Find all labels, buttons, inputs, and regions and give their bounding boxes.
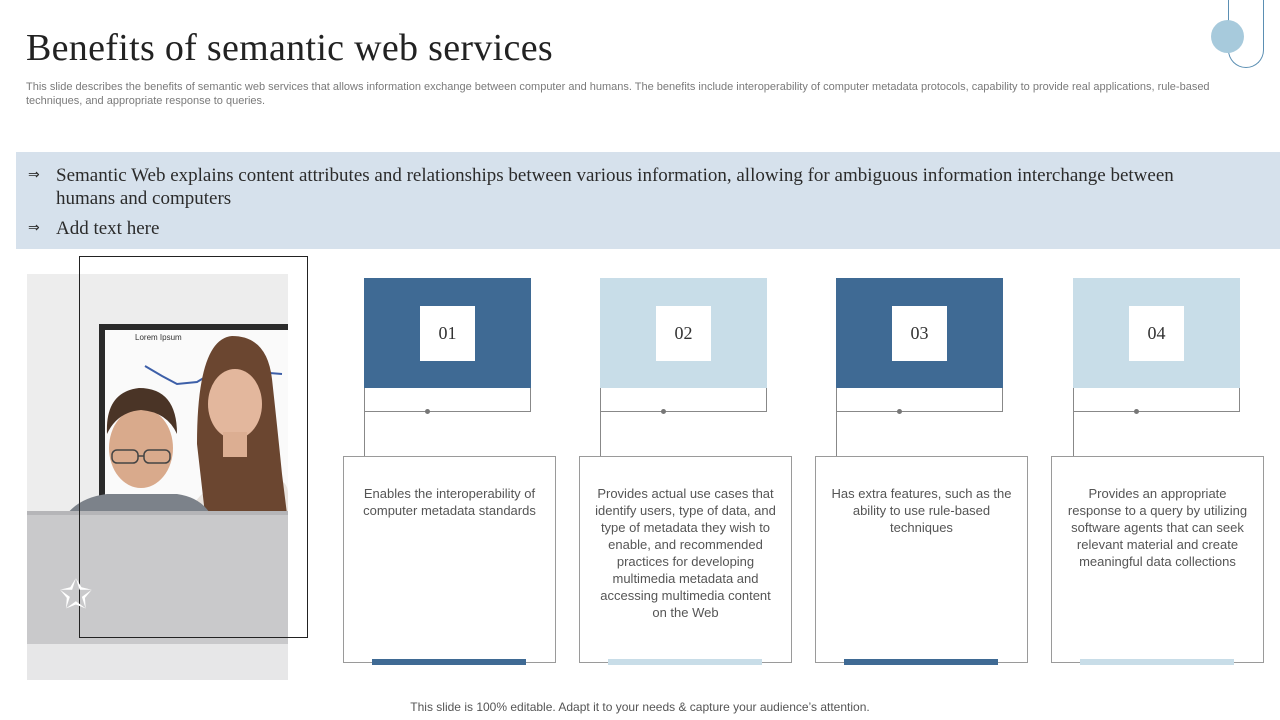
connector-dot — [1134, 409, 1139, 414]
card-connector-stem — [364, 412, 365, 456]
connector-dot — [897, 409, 902, 414]
connector-dot — [661, 409, 666, 414]
card-description-text: Provides an appropriate response to a qu… — [1067, 486, 1248, 569]
card-accent-bar — [608, 659, 762, 665]
band-bullet-text: Semantic Web explains content attributes… — [56, 165, 1174, 209]
card-accent-bar — [372, 659, 526, 665]
card-accent-bar — [1080, 659, 1234, 665]
card-number: 04 — [1129, 306, 1184, 361]
card-connector-stem — [600, 412, 601, 456]
whiteboard-label: Lorem Ipsum — [135, 333, 182, 342]
card-description-text: Enables the interoperability of computer… — [363, 486, 536, 518]
card-connector — [600, 388, 767, 412]
card-number: 03 — [892, 306, 947, 361]
card-number: 02 — [656, 306, 711, 361]
card-connector — [836, 388, 1003, 412]
card-description-01: Enables the interoperability of computer… — [343, 456, 556, 663]
card-connector-stem — [1073, 412, 1074, 456]
card-description-02: Provides actual use cases that identify … — [579, 456, 792, 663]
slide-title: Benefits of semantic web services — [26, 27, 553, 69]
card-connector — [364, 388, 531, 412]
card-description-04: Provides an appropriate response to a qu… — [1051, 456, 1264, 663]
card-header-03: 03 — [836, 278, 1003, 388]
star-icon: ✩ — [59, 572, 93, 618]
highlight-band: ⇒ Semantic Web explains content attribut… — [16, 152, 1280, 249]
card-accent-bar — [844, 659, 998, 665]
card-description-text: Has extra features, such as the ability … — [831, 486, 1012, 535]
people-at-laptop-photo: Lorem Ipsum — [27, 274, 288, 680]
footer-note: This slide is 100% editable. Adapt it to… — [410, 700, 870, 714]
band-bullet-2: ⇒ Add text here — [28, 217, 1186, 240]
card-connector — [1073, 388, 1240, 412]
band-bullet-text: Add text here — [56, 218, 160, 239]
card-header-02: 02 — [600, 278, 767, 388]
card-description-text: Provides actual use cases that identify … — [595, 486, 776, 620]
arrow-icon: ⇒ — [28, 220, 40, 236]
card-header-04: 04 — [1073, 278, 1240, 388]
card-header-01: 01 — [364, 278, 531, 388]
decorative-dot — [1211, 20, 1244, 53]
connector-dot — [425, 409, 430, 414]
card-number: 01 — [420, 306, 475, 361]
card-description-03: Has extra features, such as the ability … — [815, 456, 1028, 663]
arrow-icon: ⇒ — [28, 167, 40, 183]
band-bullet-1: ⇒ Semantic Web explains content attribut… — [28, 164, 1186, 210]
card-connector-stem — [836, 412, 837, 456]
slide-subtitle: This slide describes the benefits of sem… — [26, 81, 1210, 107]
photo-frame-outline — [79, 256, 308, 638]
